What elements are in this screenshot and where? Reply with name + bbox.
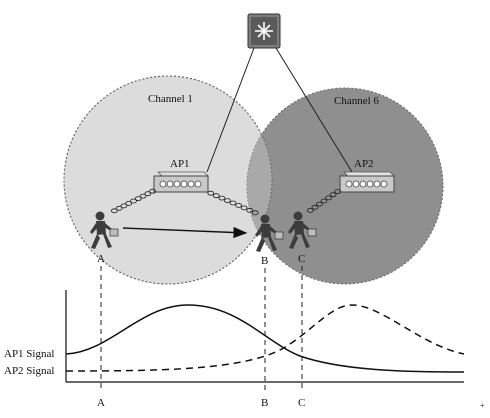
walking-user-icon-c [288,211,317,249]
channel1-label: Channel 1 [148,93,193,105]
channel1-boundary [63,75,273,285]
switch-icon [247,13,281,49]
axis-position-a: A [97,397,105,409]
ap1-signal-curve [65,304,465,373]
axis-position-b: B [261,397,268,409]
position-label-b: B [261,255,268,267]
ap2-label: AP2 [354,158,374,170]
walking-user-icon-b [255,214,284,252]
uplink-cable-ap2 [275,47,353,173]
footnote-mark: + [480,401,485,410]
access-point-icon-ap2 [339,171,395,193]
axis-position-c: C [298,397,305,409]
users [90,211,317,252]
ap1-signal-label: AP1 Signal [4,348,54,360]
ap2-signal-label: AP2 Signal [4,365,54,377]
access-point-icon-ap1 [153,171,209,193]
position-label-c: C [298,253,305,265]
wireless-link-user-a-ap1 [111,188,157,214]
ap1-label: AP1 [170,158,190,170]
movement-arrow [122,226,248,239]
wireless-link-user-b-ap1 [207,190,259,216]
wireless-link-user-c-ap2 [306,189,342,213]
walking-user-icon-a [90,211,119,249]
channel6-label: Channel 6 [334,95,379,107]
position-label-a: A [97,253,105,265]
uplink-cable-ap1 [206,47,255,173]
wireless-links [111,188,342,216]
